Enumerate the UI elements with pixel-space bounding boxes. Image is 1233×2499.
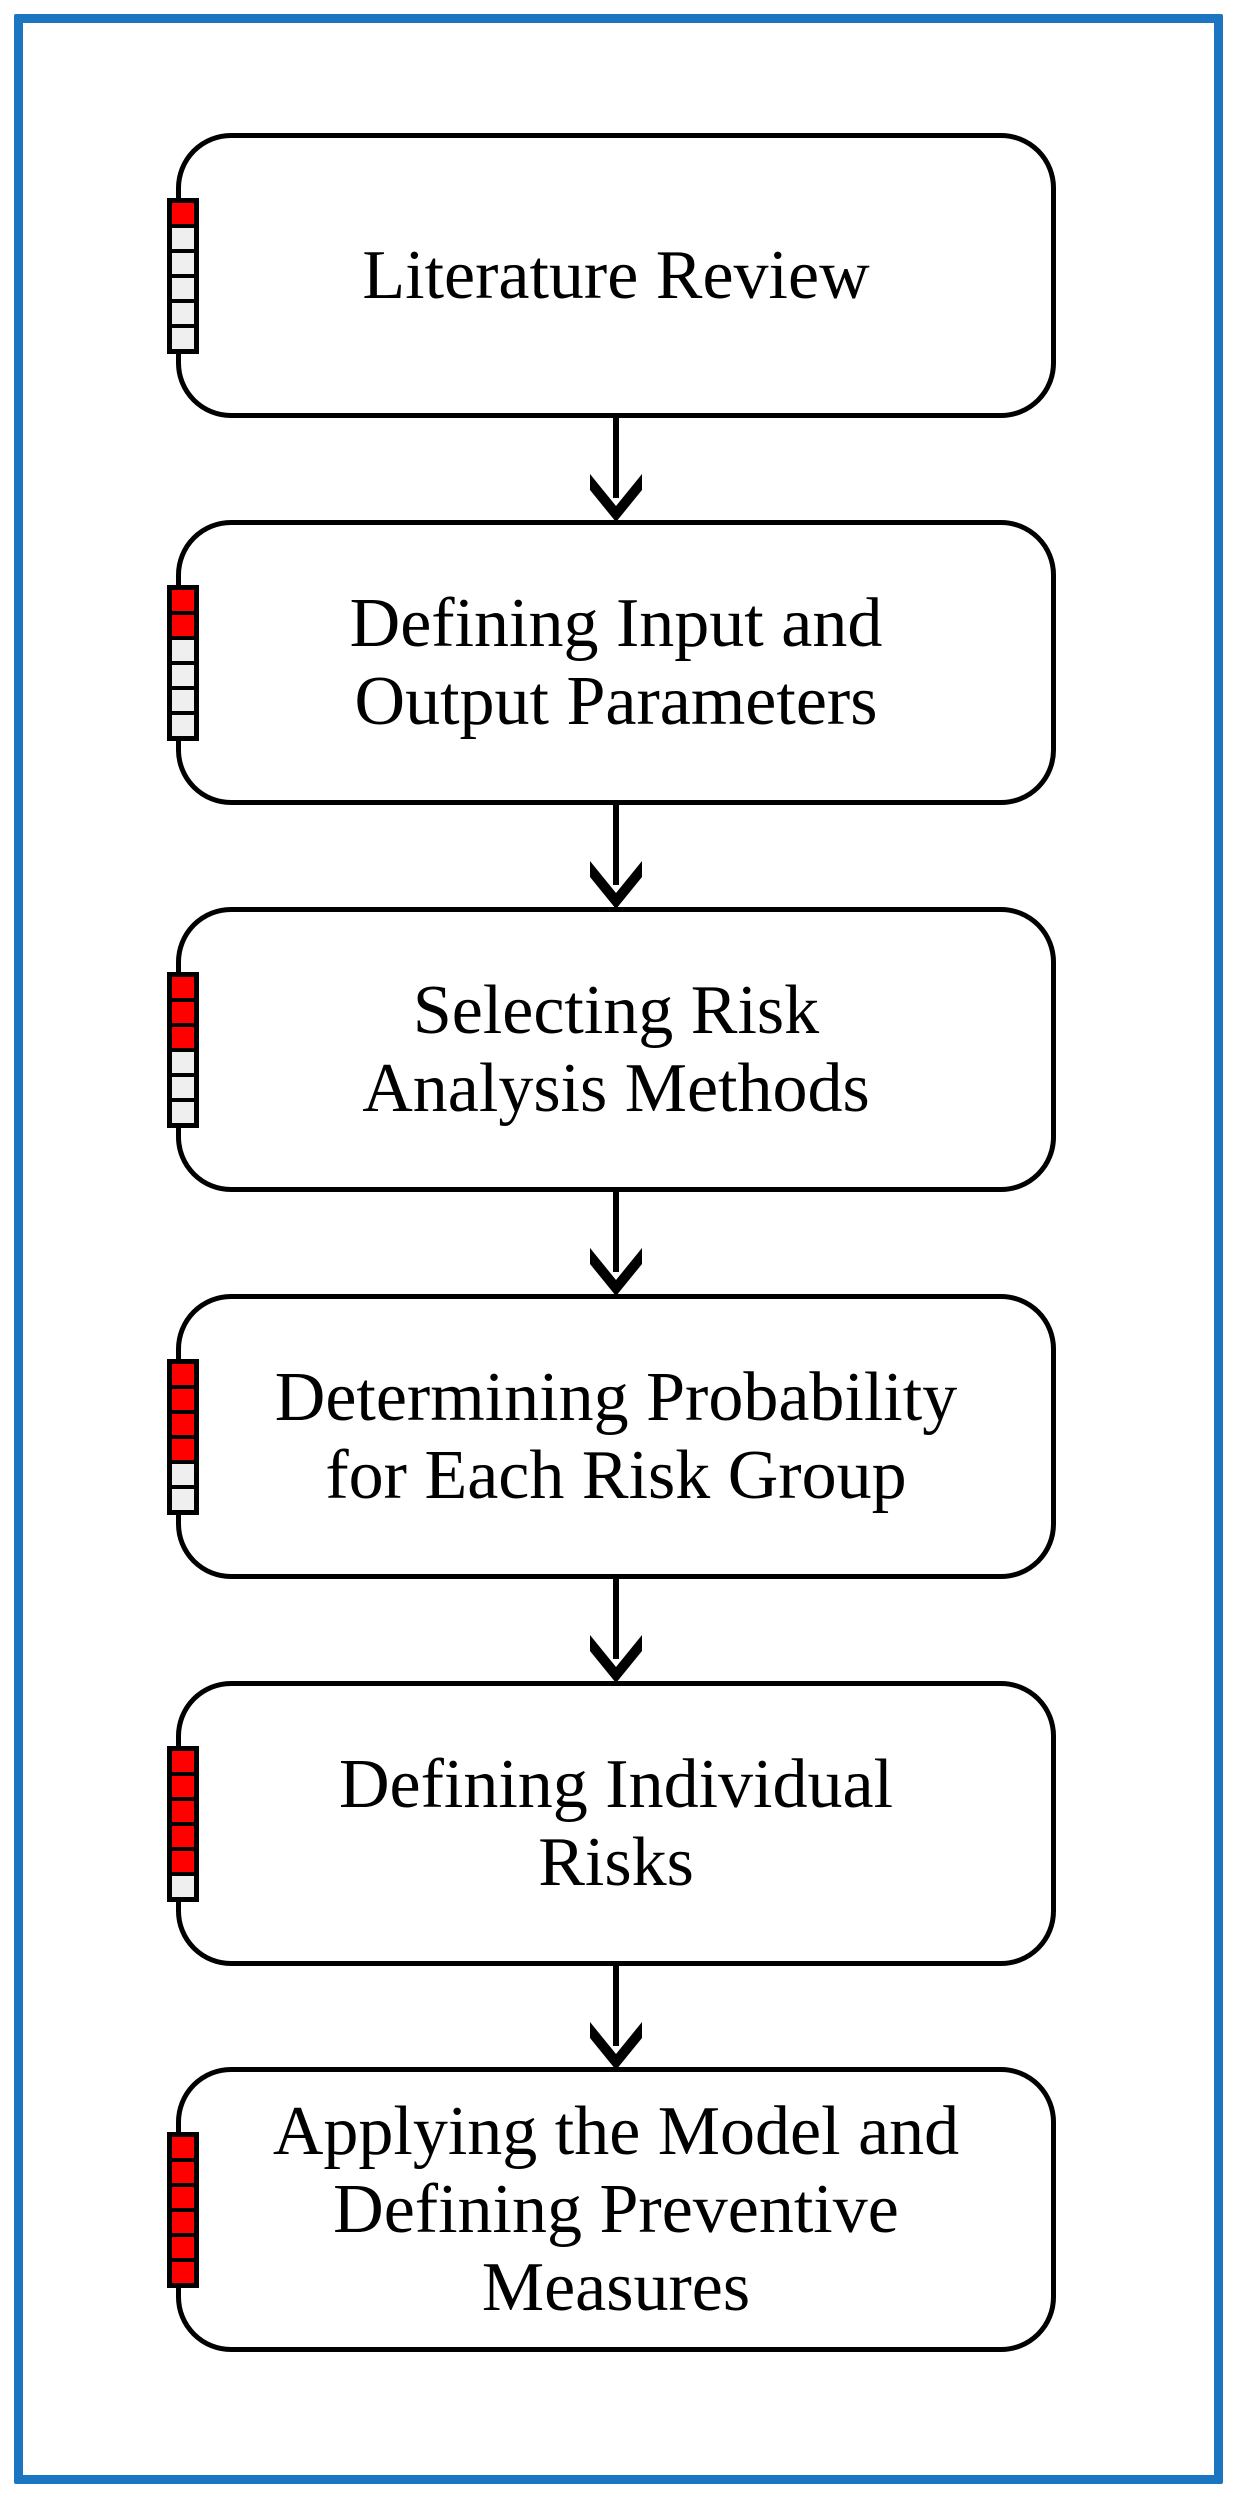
- progress-cell: [172, 2261, 194, 2283]
- flow-arrow-down-icon: [590, 416, 642, 522]
- progress-cell: [172, 976, 194, 998]
- flow-step-determining-probability: Determining Probability for Each Risk Gr…: [167, 1294, 1056, 1579]
- progress-cell: [172, 1363, 194, 1385]
- progress-cell: [172, 1775, 194, 1797]
- flow-arrow-down-icon: [590, 803, 642, 909]
- figure-border-frame: [14, 14, 1223, 2484]
- step-label: Defining Individual Risks: [338, 1745, 894, 1901]
- flow-arrow-down-icon: [590, 1577, 642, 1683]
- progress-cell: [172, 2236, 194, 2258]
- progress-cell: [172, 1026, 194, 1048]
- progress-cell: [172, 1850, 194, 1872]
- progress-cell: [172, 2161, 194, 2183]
- progress-cell: [172, 1413, 194, 1435]
- step-label: Determining Probability for Each Risk Gr…: [274, 1358, 958, 1514]
- progress-cell: [172, 614, 194, 636]
- progress-cell: [172, 277, 194, 299]
- progress-cell: [172, 1488, 194, 1510]
- progress-cell: [172, 639, 194, 661]
- progress-cell: [172, 1750, 194, 1772]
- progress-indicator: [167, 971, 199, 1128]
- progress-indicator: [167, 197, 199, 354]
- progress-indicator: [167, 584, 199, 741]
- progress-cell: [172, 589, 194, 611]
- step-label: Literature Review: [362, 236, 870, 314]
- progress-cell: [172, 1800, 194, 1822]
- progress-cell: [172, 1463, 194, 1485]
- progress-indicator: [167, 1358, 199, 1515]
- progress-cell: [172, 2211, 194, 2233]
- progress-cell: [172, 1438, 194, 1460]
- step-label: Applying the Model and Defining Preventi…: [272, 2092, 960, 2326]
- progress-indicator: [167, 2131, 199, 2288]
- flow-step-defining-input-output: Defining Input and Output Parameters: [167, 520, 1056, 805]
- progress-cell: [172, 302, 194, 324]
- step-label: Defining Input and Output Parameters: [349, 584, 883, 740]
- progress-cell: [172, 2186, 194, 2208]
- progress-cell: [172, 2136, 194, 2158]
- progress-cell: [172, 327, 194, 349]
- progress-cell: [172, 1001, 194, 1023]
- flow-arrow-down-icon: [590, 1190, 642, 1296]
- progress-cell: [172, 664, 194, 686]
- progress-cell: [172, 1875, 194, 1897]
- progress-cell: [172, 714, 194, 736]
- progress-cell: [172, 1051, 194, 1073]
- progress-cell: [172, 202, 194, 224]
- progress-cell: [172, 1101, 194, 1123]
- progress-cell: [172, 1825, 194, 1847]
- flow-step-defining-individual-risks: Defining Individual Risks: [167, 1681, 1056, 1966]
- flow-step-applying-model: Applying the Model and Defining Preventi…: [167, 2067, 1056, 2352]
- step-label: Selecting Risk Analysis Methods: [362, 971, 870, 1127]
- progress-cell: [172, 227, 194, 249]
- flow-step-literature-review: Literature Review: [167, 133, 1056, 418]
- flow-arrow-down-icon: [590, 1964, 642, 2070]
- progress-cell: [172, 1388, 194, 1410]
- progress-cell: [172, 252, 194, 274]
- progress-indicator: [167, 1745, 199, 1902]
- progress-cell: [172, 1076, 194, 1098]
- progress-cell: [172, 689, 194, 711]
- flow-step-selecting-risk-methods: Selecting Risk Analysis Methods: [167, 907, 1056, 1192]
